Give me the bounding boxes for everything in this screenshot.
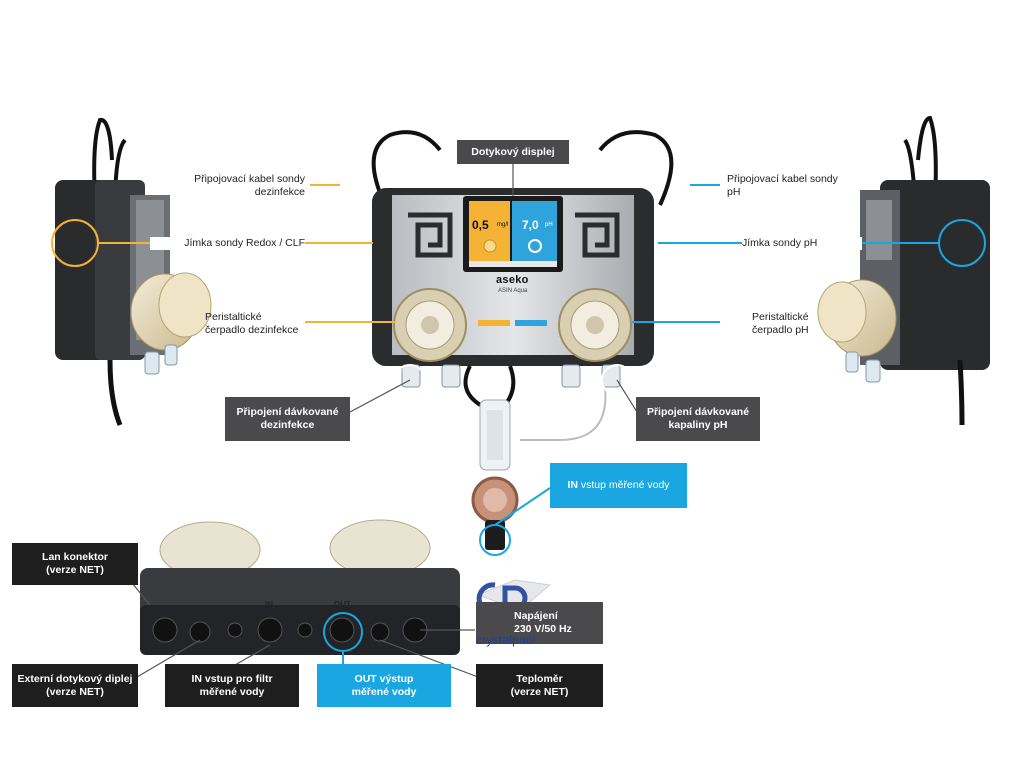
callout-pump-disinfection: Peristaltické čerpadlo dezinfekce xyxy=(205,311,299,336)
callout-display: Dotykový displej xyxy=(457,140,569,164)
callout-thermometer: Teploměr (verze NET) xyxy=(476,664,603,707)
display-left-unit: mg/l xyxy=(497,222,509,228)
brand-logo: aseko xyxy=(496,274,529,286)
callout-in-filter: IN vstup pro filtr měřené vody xyxy=(165,664,299,707)
right-side-unit xyxy=(817,115,990,426)
port-label-in: IN xyxy=(265,600,273,609)
callout-cable-disinfection: Připojovací kabel sondy dezinfekce xyxy=(194,173,305,198)
flow-cell xyxy=(471,399,519,550)
callout-dosing-disinfection: Připojení dávkované dezinfekce xyxy=(225,397,350,441)
callout-external-display: Externí dotykový diplej (verze NET) xyxy=(12,664,138,707)
callout-lan-connector: Lan konektor (verze NET) xyxy=(12,543,138,585)
callout-sump-redox: Jímka sondy Redox / CLF xyxy=(150,237,305,250)
bottom-unit xyxy=(140,519,460,655)
callout-power: Napájení 230 V/50 Hz xyxy=(476,602,603,644)
callout-cable-ph: Připojovací kabel sondy pH xyxy=(727,173,838,198)
front-unit xyxy=(372,188,654,388)
display-left-value: 0,5 xyxy=(472,218,489,232)
callout-in-measured-water: IN vstup měřené vody xyxy=(550,463,687,508)
callout-dosing-ph: Připojení dávkované kapaliny pH xyxy=(636,397,760,441)
model-name: ASIN Aqua xyxy=(498,288,528,294)
callout-pump-ph: Peristaltické čerpadlo pH xyxy=(752,311,809,336)
callout-sump-ph: Jímka sondy pH xyxy=(742,237,862,250)
display-right-value: 7,0 xyxy=(522,218,539,232)
left-side-unit xyxy=(55,118,212,426)
display-right-unit: pH xyxy=(545,222,553,228)
port-label-out: OUT xyxy=(334,600,351,609)
crystalpool-watermark: crystalpool xyxy=(476,633,536,647)
callout-out-measured-water: OUT výstup měřené vody xyxy=(317,664,451,707)
